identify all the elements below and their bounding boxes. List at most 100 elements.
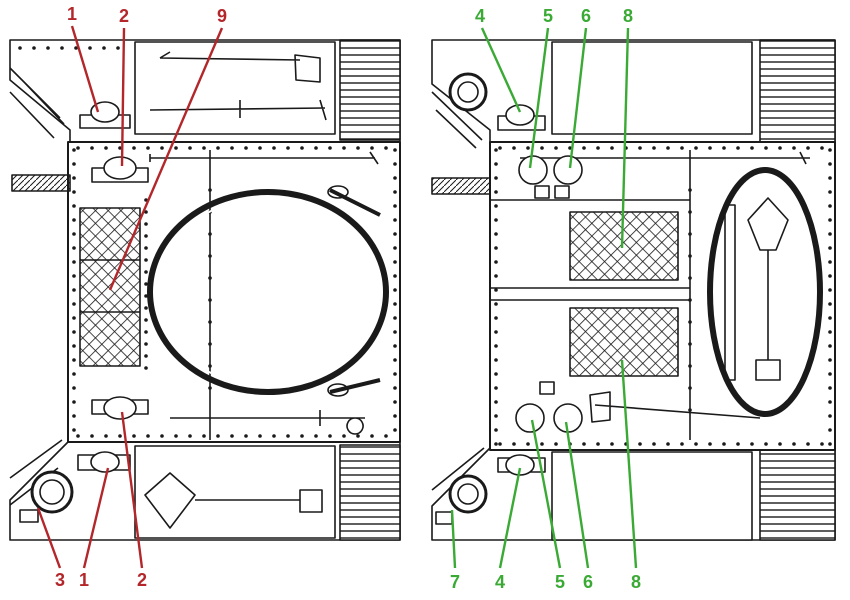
rivet: [828, 428, 832, 432]
callout-9-top-left: 9: [217, 6, 227, 26]
rivet: [144, 270, 148, 274]
rivet: [208, 364, 212, 368]
rivet: [144, 234, 148, 238]
rivet: [384, 434, 388, 438]
rivet: [393, 148, 397, 152]
rivet: [736, 442, 740, 446]
rivet: [393, 260, 397, 264]
rivet: [72, 414, 76, 418]
rivet: [393, 386, 397, 390]
rivet: [132, 146, 136, 150]
rivet: [828, 190, 832, 194]
rivet: [72, 148, 76, 152]
rivet: [494, 274, 498, 278]
callout-1-top-left: 1: [67, 4, 77, 24]
rivet: [610, 146, 614, 150]
rivet: [342, 146, 346, 150]
rivet: [582, 442, 586, 446]
rivet: [72, 302, 76, 306]
rivet: [820, 442, 824, 446]
rivet: [554, 442, 558, 446]
rivet: [244, 434, 248, 438]
rivet: [540, 442, 544, 446]
callout-7-bottom-right: 7: [450, 572, 460, 592]
rivet: [72, 372, 76, 376]
rivet: [494, 148, 498, 152]
rivet: [494, 372, 498, 376]
rivet: [393, 274, 397, 278]
rivet: [688, 188, 692, 192]
rivet: [494, 288, 498, 292]
rivet: [764, 146, 768, 150]
rivet: [666, 442, 670, 446]
rivet: [778, 146, 782, 150]
rivet: [208, 342, 212, 346]
rivet: [708, 146, 712, 150]
rivet: [72, 288, 76, 292]
rivet: [76, 434, 80, 438]
rivet: [806, 146, 810, 150]
rivet: [792, 442, 796, 446]
rivet: [160, 146, 164, 150]
rivet: [144, 330, 148, 334]
rivet: [132, 434, 136, 438]
rivet: [393, 330, 397, 334]
rivet: [32, 46, 36, 50]
rivet: [694, 146, 698, 150]
rivet: [688, 298, 692, 302]
rivet: [72, 274, 76, 278]
rivet: [828, 274, 832, 278]
rivet: [828, 344, 832, 348]
rivet: [750, 442, 754, 446]
rivet: [688, 408, 692, 412]
rivet: [202, 146, 206, 150]
rivet: [806, 442, 810, 446]
rivet: [764, 442, 768, 446]
rivet: [494, 162, 498, 166]
rivet: [688, 254, 692, 258]
rivet: [828, 316, 832, 320]
callout-6-top-right: 6: [581, 6, 591, 26]
callout-4-bottom-right: 4: [495, 572, 505, 592]
rivet: [102, 46, 106, 50]
callout-6-bottom-right: 6: [583, 572, 593, 592]
rivet: [174, 434, 178, 438]
callout-2-top-left: 2: [119, 6, 129, 26]
rivet: [202, 434, 206, 438]
rivet: [494, 232, 498, 236]
rivet: [272, 434, 276, 438]
rivet: [144, 354, 148, 358]
rivet: [144, 342, 148, 346]
right-hull-view: [431, 39, 836, 541]
rivet: [610, 442, 614, 446]
rivet: [208, 386, 212, 390]
rivet: [118, 146, 122, 150]
rivet: [393, 428, 397, 432]
rivet: [393, 316, 397, 320]
clamp-icon: [91, 396, 149, 420]
rivet: [680, 146, 684, 150]
clamp-icon: [497, 104, 546, 131]
rivet: [72, 162, 76, 166]
rivet: [46, 46, 50, 50]
rivet: [828, 414, 832, 418]
rivet: [393, 218, 397, 222]
callout-8-top-right: 8: [623, 6, 633, 26]
rivet: [680, 442, 684, 446]
rivet: [72, 204, 76, 208]
rivet: [666, 146, 670, 150]
rivet: [498, 146, 502, 150]
rivet: [72, 358, 76, 362]
rivet: [393, 204, 397, 208]
rivet: [116, 46, 120, 50]
callout-8-bottom-right: 8: [631, 572, 641, 592]
rivet: [828, 386, 832, 390]
rivet: [300, 146, 304, 150]
rivet: [722, 146, 726, 150]
rivet: [72, 344, 76, 348]
rivet: [494, 246, 498, 250]
rivet: [828, 176, 832, 180]
rivet: [146, 146, 150, 150]
rivet: [393, 288, 397, 292]
